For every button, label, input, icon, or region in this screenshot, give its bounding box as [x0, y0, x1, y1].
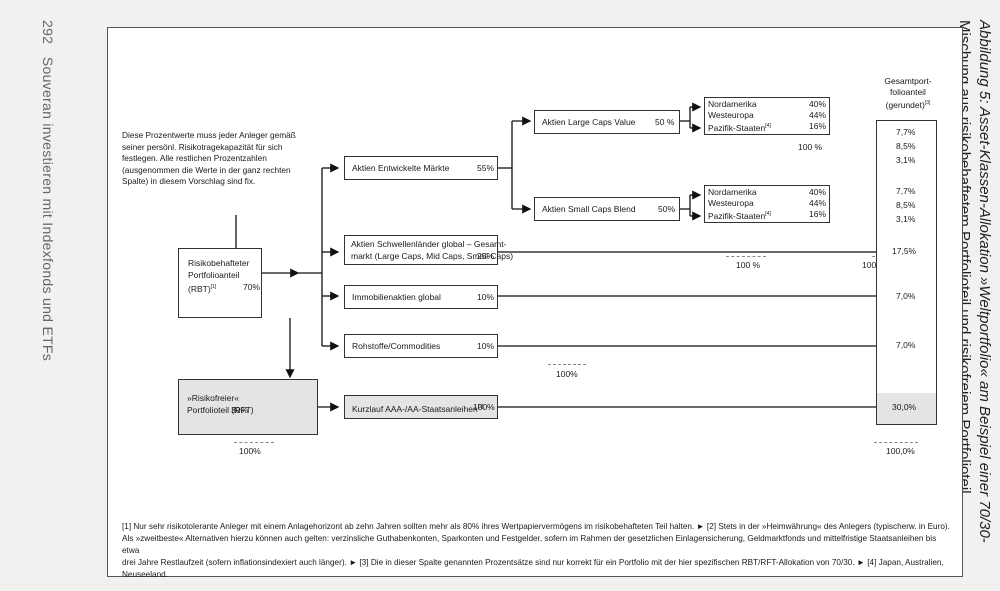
total-8: 7,0%	[896, 340, 916, 350]
large-caps-label: Aktien Large Caps Value	[542, 117, 636, 127]
large-caps-value: 50 %	[655, 117, 675, 127]
rft-value: 30%	[231, 405, 249, 415]
footnotes: [1] Nur sehr risikotolerante Anleger mit…	[122, 521, 952, 581]
small-caps-label: Aktien Small Caps Blend	[542, 204, 636, 214]
region-small-name-1: Westeuropa	[708, 198, 754, 208]
rbt-label-1: Risikobehafteter	[188, 258, 250, 268]
box-small-caps-blend: Aktien Small Caps Blend 50%	[534, 197, 680, 221]
immobilien-label: Immobilienaktien global	[352, 292, 441, 302]
intro-note: Diese Prozentwerte muss jeder Anleger ge…	[122, 130, 296, 186]
region-small-pct-1: 44%	[809, 198, 827, 208]
level3-sum: 100 %	[736, 260, 761, 270]
box-regions-small: Nordamerika 40% Westeuropa 44% Pazifik-S…	[704, 185, 830, 223]
total-2: 3,1%	[896, 155, 916, 165]
staatsanleihen-label: Kurzlauf AAA-/AA-Staatsanleihen[2]	[352, 403, 484, 414]
total-header: Gesamtport- folioanteil (gerundet)[3]	[872, 76, 944, 111]
total-sum: 100,0%	[886, 446, 915, 456]
region-value-pct-0: 40%	[809, 99, 827, 109]
region-small-name-2: Pazifik-Staaten[4]	[708, 210, 771, 221]
box-schwellenlaender: Aktien Schwellenländer global – Gesamt- …	[344, 235, 513, 265]
running-title: Souveran investieren mit Indexfonds und …	[40, 56, 56, 362]
region-small-pct-2: 16%	[809, 209, 827, 219]
caption-label: Abbildung 5: Asset-Klassen-Allokation »W…	[976, 20, 993, 543]
box-aktien-entwickelte: Aktien Entwickelte Märkte 55%	[344, 156, 498, 180]
region-value-name-1: Westeuropa	[708, 110, 754, 120]
footnote-line-1: [1] Nur sehr risikotolerante Anleger mit…	[122, 522, 950, 531]
schwellenlaender-value: 25%	[477, 251, 495, 261]
total-0: 7,7%	[896, 127, 916, 137]
rbt-value: 70%	[243, 282, 261, 292]
region-value-pct-1: 44%	[809, 110, 827, 120]
running-header: 292 Souveran investieren mit Indexfonds …	[28, 20, 56, 540]
left-sum-line	[234, 442, 274, 443]
rft-box: »Risikofreier« Portfolioteil (RFT) 30%	[178, 379, 318, 435]
region-small-pct-0: 40%	[809, 187, 827, 197]
regions-small-sum: 100 %	[862, 260, 887, 270]
total-5: 3,1%	[896, 214, 916, 224]
total-6: 17,5%	[892, 246, 917, 256]
box-regions-value: Nordamerika 40% Westeuropa 44% Pazifik-S…	[704, 97, 830, 135]
region-value-pct-2: 16%	[809, 121, 827, 131]
box-large-caps-value: Aktien Large Caps Value 50 %	[534, 110, 680, 134]
total-header-line1: Gesamtport-	[884, 76, 932, 86]
immobilien-value: 10%	[477, 292, 495, 302]
rohstoffe-value: 10%	[477, 341, 495, 351]
total-header-line2: folioanteil	[890, 87, 926, 97]
total-3: 7,7%	[896, 186, 916, 196]
footnote-line-2: Als »zweitbeste« Alternativen hierzu kön…	[122, 534, 937, 555]
level2-sum: 100%	[556, 369, 578, 379]
box-rohstoffe: Rohstoffe/Commodities 10%	[344, 334, 498, 358]
page-number: 292	[40, 20, 56, 45]
rbt-label-3: (RBT)[1]	[188, 283, 217, 294]
region-value-name-0: Nordamerika	[708, 99, 757, 109]
small-caps-value: 50%	[658, 204, 676, 214]
regions-value-sum: 100 %	[798, 142, 823, 152]
rbt-label-2: Portfolioanteil	[188, 270, 240, 280]
region-small-name-0: Nordamerika	[708, 187, 757, 197]
box-staatsanleihen: Kurzlauf AAA-/AA-Staatsanleihen[2] 100%	[344, 395, 498, 419]
level3-sum-line	[726, 256, 766, 257]
aktien-entwickelte-label: Aktien Entwickelte Märkte	[352, 163, 450, 173]
total-header-line3: (gerundet)[3]	[885, 99, 931, 110]
total-rft-shade	[877, 393, 936, 424]
total-1: 8,5%	[896, 141, 916, 151]
total-column	[876, 120, 937, 425]
aktien-entwickelte-value: 55%	[477, 163, 495, 173]
left-sum: 100%	[239, 446, 261, 456]
total-7: 7,0%	[896, 291, 916, 301]
rohstoffe-label: Rohstoffe/Commodities	[352, 341, 441, 351]
rbt-box: Risikobehafteter Portfolioanteil (RBT)[1…	[178, 248, 262, 318]
schwellenlaender-label-1: Aktien Schwellenländer global – Gesamt-	[351, 239, 507, 249]
footnote-line-3: drei Jahre Restlaufzeit (sofern inflatio…	[122, 558, 944, 579]
region-value-name-2: Pazifik-Staaten[4]	[708, 122, 771, 133]
total-sum-line	[874, 442, 918, 443]
total-9: 30,0%	[892, 402, 917, 412]
box-immobilien: Immobilienaktien global 10%	[344, 285, 498, 309]
total-4: 8,5%	[896, 200, 916, 210]
schwellenlaender-label-2: markt (Large Caps, Mid Caps, Small Caps)	[351, 251, 514, 261]
rft-label-1: »Risikofreier«	[187, 393, 239, 403]
rft-label-2: Portfolioteil (RFT)	[187, 405, 254, 415]
level2-sum-line	[548, 364, 586, 365]
staatsanleihen-value: 100%	[473, 402, 495, 412]
